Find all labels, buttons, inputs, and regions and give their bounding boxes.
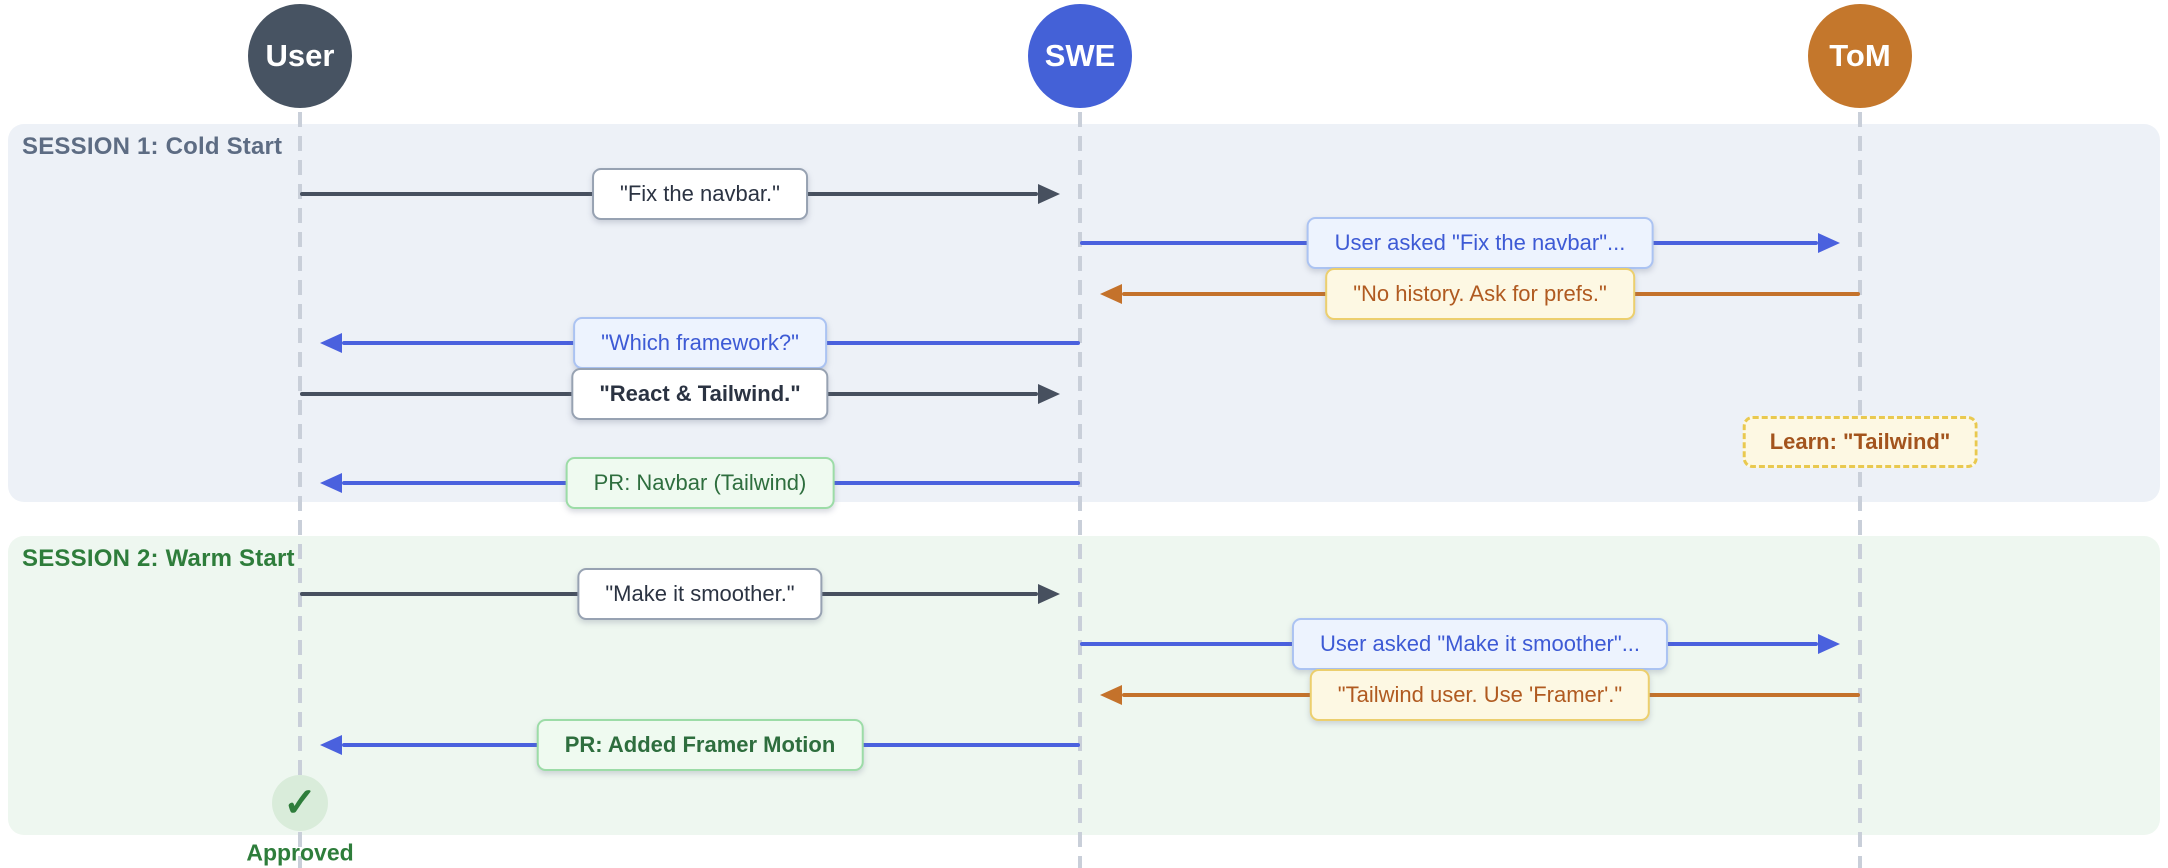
lifeline-user [298, 112, 302, 868]
approved-badge: ✓ [272, 775, 328, 831]
actor-user: User [248, 4, 352, 108]
message-label-6: PR: Navbar (Tailwind) [565, 457, 835, 509]
message-label-1: "Fix the navbar." [592, 168, 808, 220]
message-label-10: PR: Added Framer Motion [536, 719, 864, 771]
lifeline-swe [1078, 112, 1082, 868]
message-label-4: "Which framework?" [573, 317, 827, 369]
message-arrowhead-7 [1038, 584, 1060, 604]
session-label-2: SESSION 2: Warm Start [22, 545, 295, 572]
message-arrowhead-10 [320, 735, 342, 755]
session-label-1: SESSION 1: Cold Start [22, 133, 283, 160]
message-arrowhead-9 [1100, 685, 1122, 705]
actor-label-user: User [265, 38, 335, 73]
message-arrowhead-3 [1100, 284, 1122, 304]
message-arrowhead-6 [320, 473, 342, 493]
approved-label: Approved [246, 839, 354, 866]
checkmark-icon: ✓ [283, 781, 317, 825]
actor-tom: ToM [1808, 4, 1912, 108]
message-arrowhead-1 [1038, 184, 1060, 204]
message-label-8: User asked "Make it smoother"... [1291, 618, 1669, 670]
learn-note: Learn: "Tailwind" [1742, 416, 1978, 468]
session-band-2 [8, 536, 2160, 835]
message-arrowhead-2 [1818, 233, 1840, 253]
actor-swe: SWE [1028, 4, 1132, 108]
message-arrowhead-8 [1818, 634, 1840, 654]
message-label-3: "No history. Ask for prefs." [1325, 268, 1635, 320]
message-label-9: "Tailwind user. Use 'Framer'." [1309, 669, 1651, 721]
actor-label-tom: ToM [1829, 38, 1891, 73]
message-arrowhead-5 [1038, 384, 1060, 404]
message-label-5: "React & Tailwind." [571, 368, 829, 420]
message-arrowhead-4 [320, 333, 342, 353]
actor-label-swe: SWE [1044, 38, 1116, 73]
message-label-7: "Make it smoother." [577, 568, 823, 620]
lifeline-tom [1858, 112, 1862, 868]
